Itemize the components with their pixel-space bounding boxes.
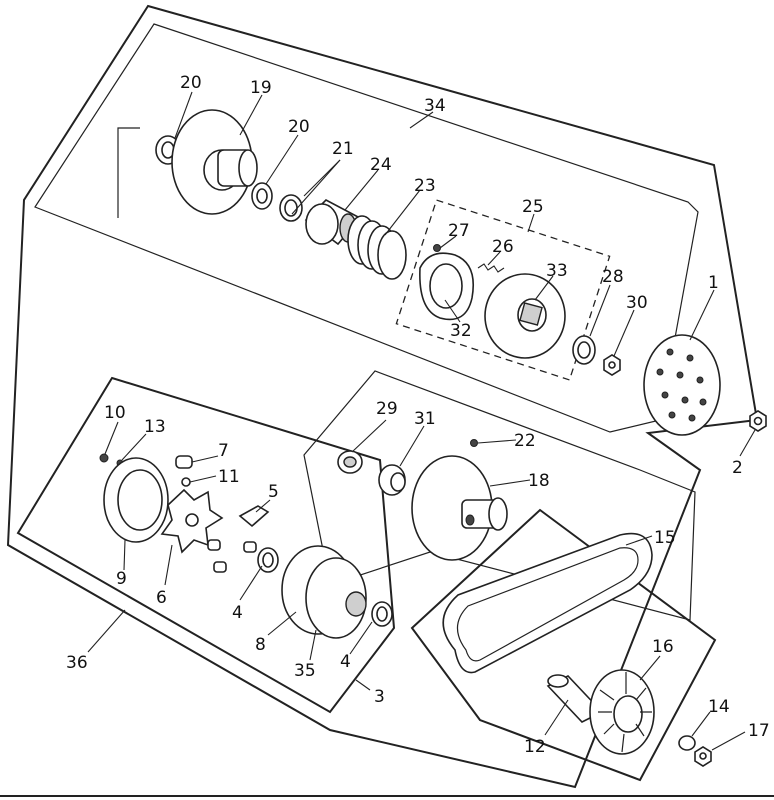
part-23-spring [347,215,407,280]
outline-belt-fan [410,508,717,782]
part-15-belt [442,532,653,674]
part-14-washer [678,735,696,751]
label-29: 29 [376,399,398,419]
outline-clutch-group-25 [395,199,611,381]
label-14: 14 [708,697,730,717]
label-11: 11 [218,467,240,487]
part-10-screw [99,453,109,463]
part-30-nut [603,354,621,376]
label-2: 2 [732,458,743,478]
label-8: 8 [255,635,266,655]
label-36: 36 [66,653,88,673]
part-number-labels: 1 2 3 4 4 5 6 7 8 9 10 11 12 13 14 15 16… [66,73,770,757]
part-19-sliding-sheave [171,109,258,215]
label-26: 26 [492,237,514,257]
part-4-collar-inner [257,547,279,573]
label-30: 30 [626,293,648,313]
part-28-ring [572,335,596,365]
part-24-collar [304,199,362,246]
label-32: 32 [450,321,472,341]
label-22: 22 [514,431,536,451]
label-3: 3 [374,687,385,707]
label-24: 24 [370,155,392,175]
label-4-inner: 4 [232,603,243,623]
leader-lines [87,91,756,751]
label-5: 5 [268,482,279,502]
part-1-clutch-housing [643,334,721,436]
label-20-top: 20 [180,73,202,93]
label-1: 1 [708,273,719,293]
label-27: 27 [448,221,470,241]
label-10: 10 [104,403,126,423]
part-17-nut [694,746,712,767]
part-22-pin [470,439,478,447]
label-18: 18 [528,471,550,491]
label-35: 35 [294,661,316,681]
label-17: 17 [748,721,770,741]
part-rollers [207,539,257,573]
part-26-spring [477,263,505,273]
label-9: 9 [116,569,127,589]
part-16-fan-pulley [589,669,655,755]
part-8-movable-drive-face [281,545,367,639]
part-6-ramp-plate [160,488,224,554]
part-2-nut [749,410,767,432]
part-31-bearing [378,464,406,496]
label-15: 15 [654,528,676,548]
part-11-pin [181,477,191,487]
part-7-roller [175,455,193,469]
label-13: 13 [144,417,166,437]
part-27-pin [433,244,441,252]
outline-bracket-34 [117,127,140,218]
part-20-collar-second [251,182,273,210]
part-32-plate [419,252,474,321]
outline-assembly-36 [6,4,759,789]
label-21: 21 [332,139,354,159]
label-4-outer: 4 [340,652,351,672]
label-23: 23 [414,176,436,196]
label-12: 12 [524,737,546,757]
label-19: 19 [250,78,272,98]
part-5-slider [238,505,270,528]
part-4-collar-outer [371,601,393,627]
label-25: 25 [522,197,544,217]
part-12-spacer [546,674,604,723]
label-34: 34 [424,96,446,116]
part-18-fixed-sheave [411,455,508,561]
label-20-second: 20 [288,117,310,137]
part-21-seals [279,194,303,222]
label-6: 6 [156,588,167,608]
label-28: 28 [602,267,624,287]
label-33: 33 [546,261,568,281]
part-9-cover [103,457,169,543]
part-29-collar [337,450,363,474]
label-31: 31 [414,409,436,429]
label-7: 7 [218,441,229,461]
outline-drive-assembly-3 [16,376,396,714]
part-33-clutch-shoe [484,273,566,359]
label-16: 16 [652,637,674,657]
